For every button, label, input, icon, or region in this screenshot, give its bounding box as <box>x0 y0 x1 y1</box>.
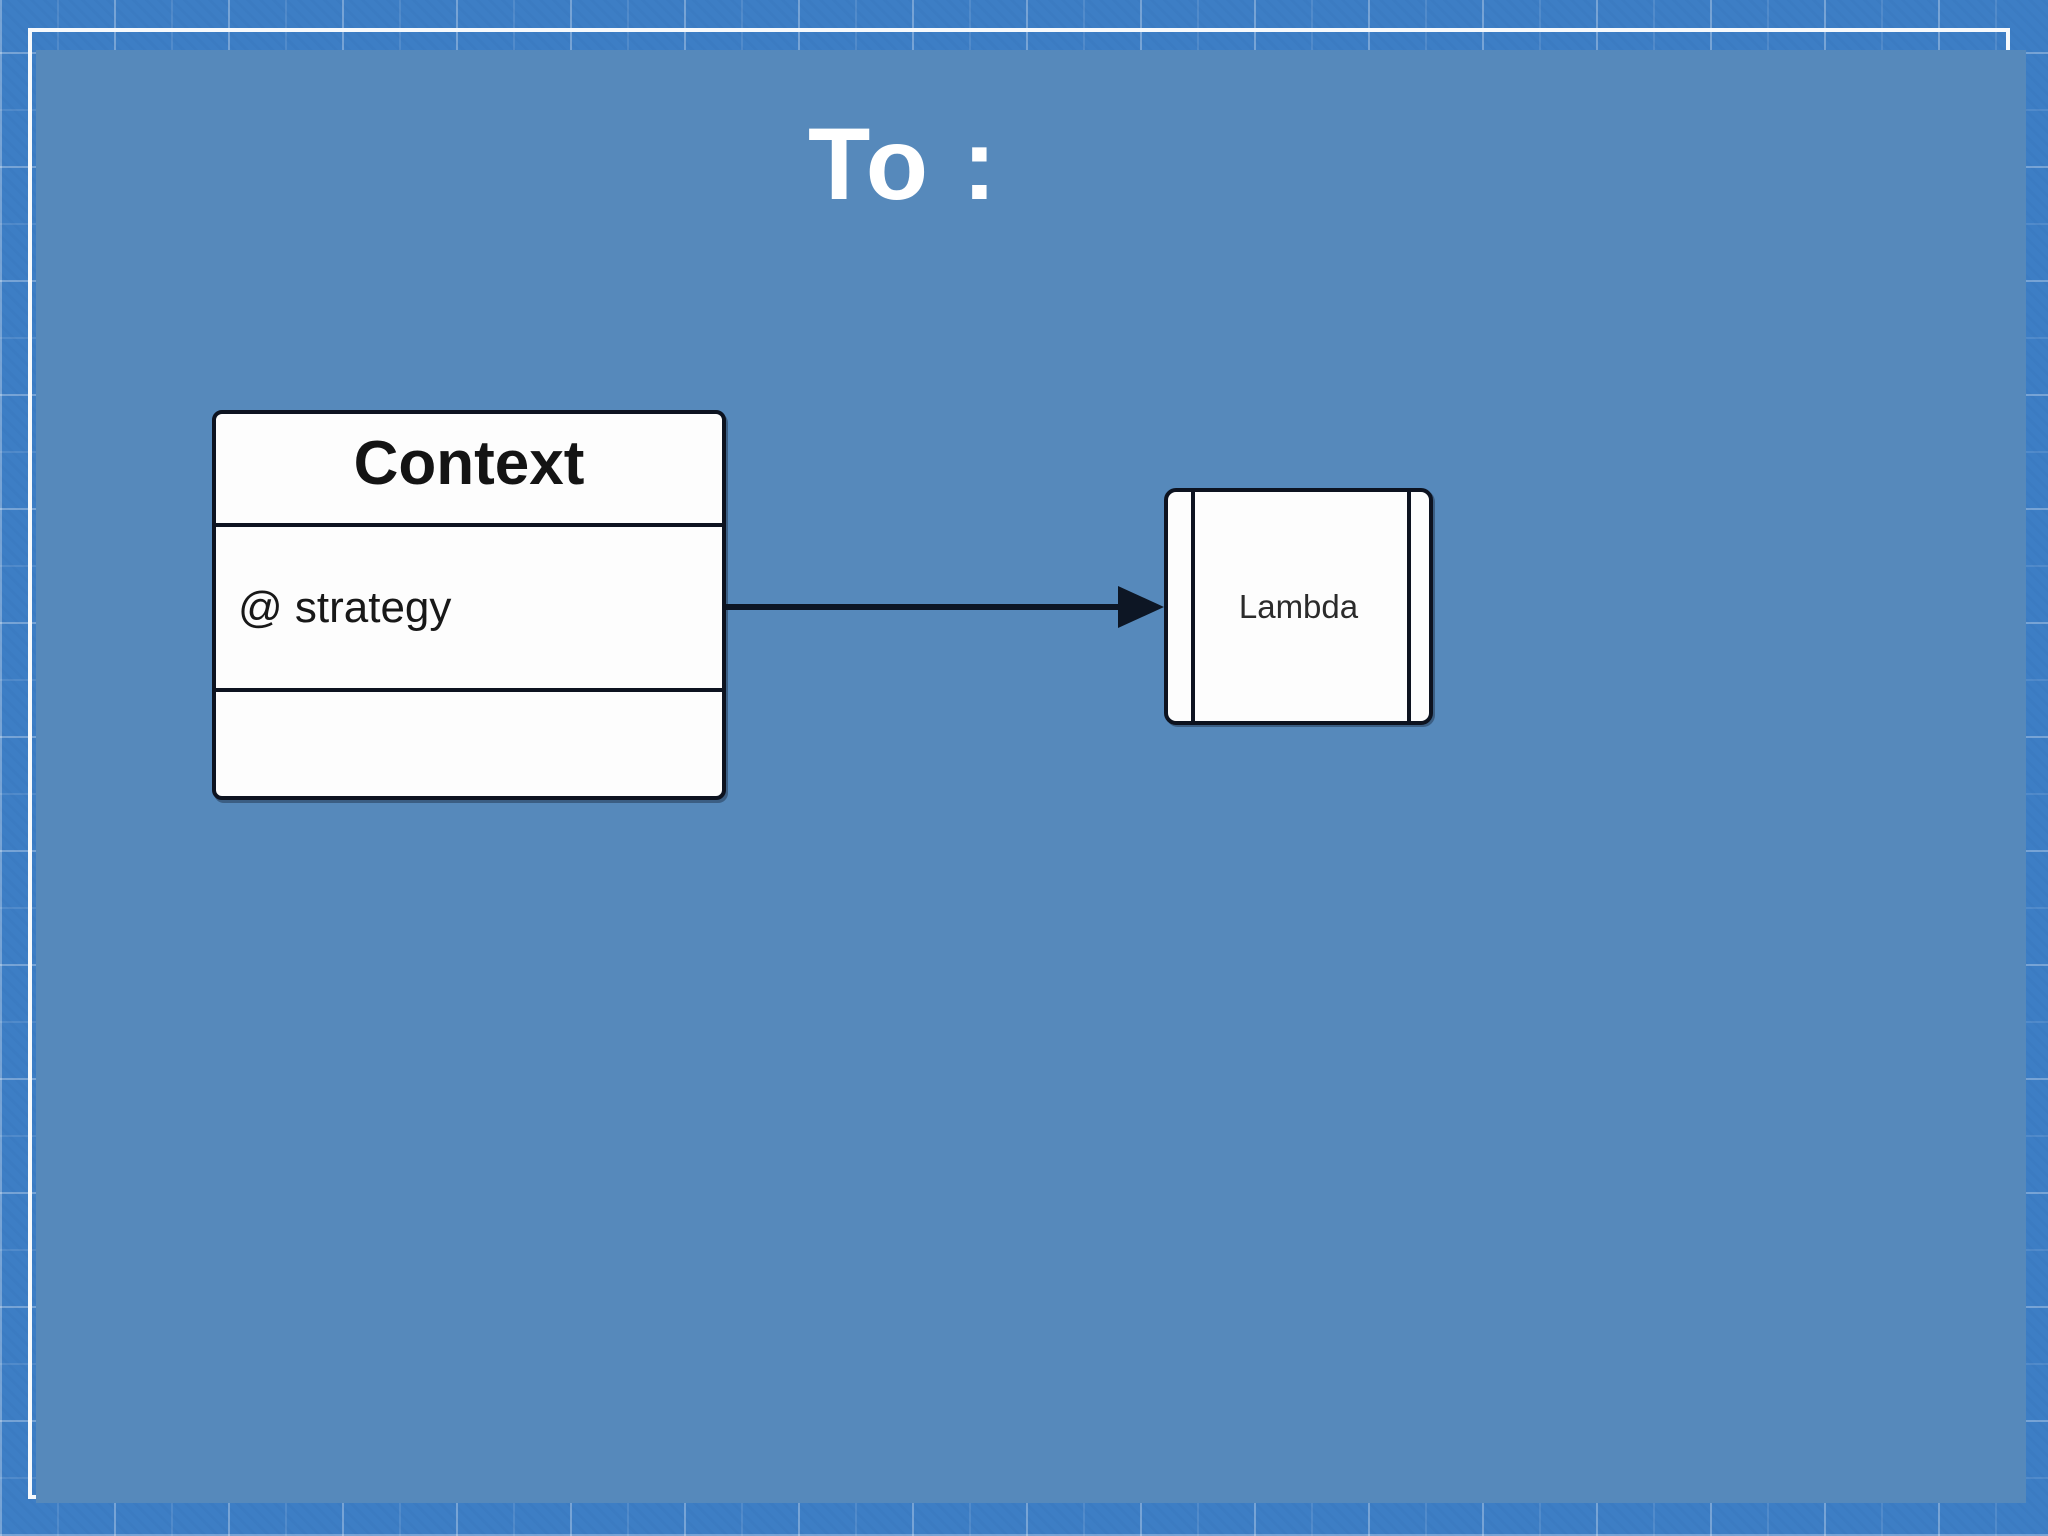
context-methods-compartment <box>216 692 722 796</box>
association-arrowhead-icon <box>1118 586 1164 628</box>
context-class-name: Context <box>353 429 585 498</box>
context-attributes-compartment: @ strategy <box>216 527 722 692</box>
context-attribute-strategy: @ strategy <box>238 582 452 632</box>
lambda-node: Lambda <box>1164 488 1433 725</box>
slide-title: To : <box>808 107 1000 221</box>
lambda-right-bar <box>1407 492 1411 721</box>
context-title-compartment: Context <box>216 414 722 527</box>
slide-panel: To : Context @ strategy Lambda <box>36 50 2026 1503</box>
lambda-left-bar <box>1191 492 1195 721</box>
context-class-box: Context @ strategy <box>212 410 726 800</box>
association-arrow-line <box>726 604 1118 610</box>
lambda-label: Lambda <box>1238 587 1359 625</box>
